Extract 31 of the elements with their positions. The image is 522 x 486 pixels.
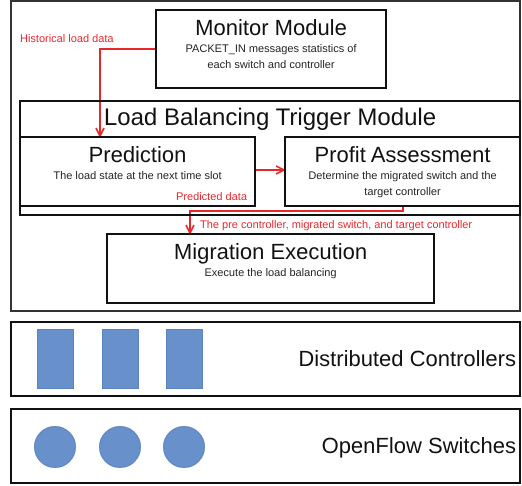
- module-box: [106, 233, 435, 304]
- layer-band: [10, 321, 521, 397]
- switch-circle: [34, 426, 76, 468]
- arrow: [185, 207, 404, 234]
- layer-title: OpenFlow Switches: [322, 433, 516, 459]
- module-description: The load state at the next time slot: [53, 169, 222, 184]
- module-group-box: [19, 100, 521, 216]
- arrow: [95, 48, 155, 137]
- controller-block: [102, 329, 139, 389]
- controller-block: [166, 329, 203, 389]
- module-title: Profit Assessment: [314, 143, 491, 168]
- edge-label: Historical load data: [20, 33, 114, 45]
- switch-circle: [99, 426, 141, 468]
- controller-block: [37, 329, 74, 389]
- module-title: Monitor Module: [195, 16, 347, 40]
- edge-label: Predicted data: [176, 191, 247, 203]
- module-box: [284, 136, 521, 207]
- module-box: [19, 136, 256, 207]
- arrow: [256, 165, 285, 175]
- layer-title: Distributed Controllers: [298, 346, 516, 372]
- module-title: Migration Execution: [174, 240, 368, 264]
- edge-label: The pre controller, migrated switch, and target controller: [200, 219, 472, 231]
- module-title: Prediction: [88, 143, 186, 168]
- module-description: Determine the migrated switch and the target controller: [307, 169, 498, 200]
- module-description: PACKET_IN messages statistics of each switch and controller: [184, 42, 358, 73]
- module-box: [155, 9, 387, 89]
- module-title: Load Balancing Trigger Module: [104, 105, 436, 132]
- switch-circle: [163, 426, 205, 468]
- module-frame: [10, 0, 521, 312]
- layer-band: [10, 408, 521, 484]
- module-description: Execute the load balancing: [204, 266, 337, 282]
